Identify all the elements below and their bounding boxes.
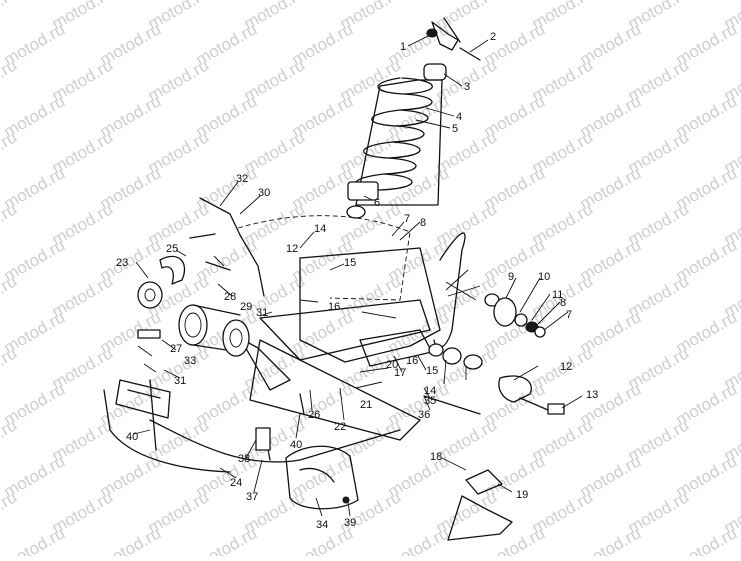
callout-label: 27 (170, 343, 182, 355)
callout-label: 23 (116, 257, 128, 269)
callout-label: 19 (516, 489, 528, 501)
callout-label: 21 (360, 399, 372, 411)
callout-label: 40 (290, 439, 302, 451)
callout-label: 12 (286, 243, 298, 255)
callout-label: 1 (400, 41, 406, 53)
callout-label: 25 (166, 243, 178, 255)
callout-label: 31 (174, 375, 186, 387)
watermark-text: motod.ru (481, 523, 549, 556)
callout-label: 16 (406, 355, 418, 367)
callout-label: 9 (508, 271, 514, 283)
callout-label: 8 (420, 217, 426, 229)
watermark-text: motod.ru (1, 523, 69, 556)
callout-label: 34 (316, 519, 328, 531)
callout-label: 5 (452, 123, 458, 135)
watermark-text: motod.ru (97, 523, 165, 556)
callout-label: 26 (308, 409, 320, 421)
callout-label: 22 (334, 421, 346, 433)
callout-label: 20 (386, 359, 398, 371)
callout-label: 38 (238, 453, 250, 465)
callout-label: 35 (424, 395, 436, 407)
callout-label: 32 (236, 173, 248, 185)
callout-label: 8 (560, 297, 566, 309)
callout-label: 28 (224, 291, 236, 303)
callout-label: 2 (490, 31, 496, 43)
callout-label: 36 (418, 409, 430, 421)
watermark-text: motod.ru (193, 523, 261, 556)
callout-label: 10 (538, 271, 550, 283)
callout-label: 29 (240, 301, 252, 313)
callout-label: 7 (404, 213, 410, 225)
callout-label: 30 (258, 187, 270, 199)
callout-label: 15 (426, 365, 438, 377)
callout-label: 18 (430, 451, 442, 463)
callout-label: 33 (184, 355, 196, 367)
callout-label: 7 (566, 309, 572, 321)
callout-label: 24 (230, 477, 242, 489)
callout-label: 4 (456, 111, 462, 123)
watermark-text: motod.ru (385, 523, 453, 556)
callout-label: 15 (344, 257, 356, 269)
watermark-text: motod.ru (673, 523, 741, 556)
callout-label: 13 (586, 389, 598, 401)
callout-label: 12 (560, 361, 572, 373)
callout-label: 31 (256, 307, 268, 319)
callout-label: 16 (328, 301, 340, 313)
callout-label: 37 (246, 491, 258, 503)
callout-label: 14 (314, 223, 326, 235)
watermark-text: motod.ru (0, 0, 20, 33)
callout-label: 6 (374, 197, 380, 209)
callout-label: 40 (126, 431, 138, 443)
callout-label: 3 (464, 81, 470, 93)
watermark-text: motod.ru (577, 523, 645, 556)
callout-label: 39 (344, 517, 356, 529)
